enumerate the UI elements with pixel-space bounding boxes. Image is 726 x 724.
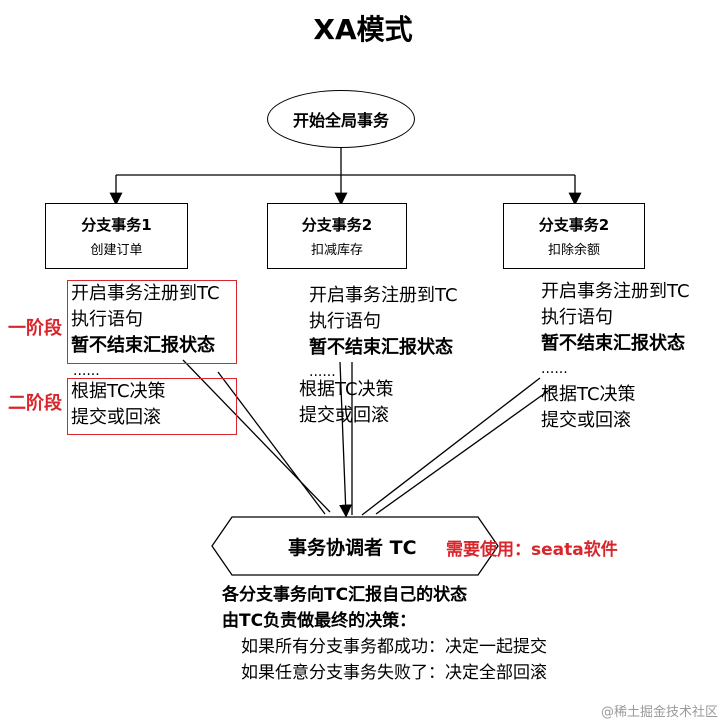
tc-note: 需要使用：seata软件 [446,540,618,560]
branch-1-steps: 开启事务注册到TC 执行语句 暂不结束汇报状态 [71,281,220,359]
line-b3-a [361,377,541,516]
summary: 各分支事务向TC汇报自己的状态 由TC负责做最终的决策： 如果所有分支事务都成功… [222,582,547,686]
step-report: 暂不结束汇报状态 [309,337,453,358]
step-decision: 根据TC决策 [71,381,166,402]
branch-2-ellipsis: ...... [309,364,336,380]
branch-2-phase2-steps: 根据TC决策 提交或回滚 [299,377,394,429]
page-title: XA模式 [313,13,413,46]
branch-name: 分支事务2 [538,216,610,234]
phase2-label: 二阶段 [8,393,62,414]
branch-3-ellipsis: ...... [541,361,568,377]
branch-box-3: 分支事务2 扣除余额 [503,203,645,269]
branch-1-phase2-steps: 根据TC决策 提交或回滚 [71,379,166,431]
step-register: 开启事务注册到TC [71,283,220,304]
phase2-box [67,378,237,435]
step-decision: 根据TC决策 [541,384,636,405]
arrow-b2-a [339,361,353,518]
branch-desc: 扣减库存 [310,243,363,258]
step-commit-rollback: 提交或回滚 [71,407,161,428]
branch-3-steps: 开启事务注册到TC 执行语句 暂不结束汇报状态 [541,279,690,357]
line-b1-a [182,359,331,513]
step-commit-rollback: 提交或回滚 [541,410,631,431]
branch-desc: 创建订单 [90,243,143,258]
step-report: 暂不结束汇报状态 [71,335,215,356]
branch-name: 分支事务1 [81,216,152,234]
step-register: 开启事务注册到TC [309,285,458,306]
phase1-label: 一阶段 [8,318,62,339]
branch-box-1: 分支事务1 创建订单 [45,203,188,269]
branch-1-ellipsis: ...... [73,363,100,379]
line-b1-b [217,371,326,515]
step-report: 暂不结束汇报状态 [541,333,685,354]
branch-name: 分支事务2 [301,216,373,234]
step-commit-rollback: 提交或回滚 [299,405,389,426]
summary-line-1: 各分支事务向TC汇报自己的状态 [222,585,468,605]
start-global-transaction-node: 开始全局事务 [267,90,415,148]
tc-label: 事务协调者 TC [288,537,417,559]
branch-2-steps: 开启事务注册到TC 执行语句 暂不结束汇报状态 [309,283,458,361]
step-execute: 执行语句 [71,309,143,330]
branch-box-2: 分支事务2 扣减库存 [267,203,407,269]
phase1-box [67,280,237,364]
line-b3-b [375,385,556,515]
start-label: 开始全局事务 [292,111,389,130]
step-decision: 根据TC决策 [299,379,394,400]
step-execute: 执行语句 [541,307,613,328]
step-execute: 执行语句 [309,311,381,332]
branch-3-phase2-steps: 根据TC决策 提交或回滚 [541,382,636,434]
branch-desc: 扣除余额 [547,243,600,258]
summary-line-2: 由TC负责做最终的决策： [222,611,417,631]
step-register: 开启事务注册到TC [541,281,690,302]
summary-line-3: 如果所有分支事务都成功：决定一起提交 [241,637,547,657]
watermark: @稀土掘金技术社区 [600,705,718,720]
summary-line-4: 如果任意分支事务失败了：决定全部回滚 [241,663,547,683]
tc-hexagon-shape [211,516,499,576]
